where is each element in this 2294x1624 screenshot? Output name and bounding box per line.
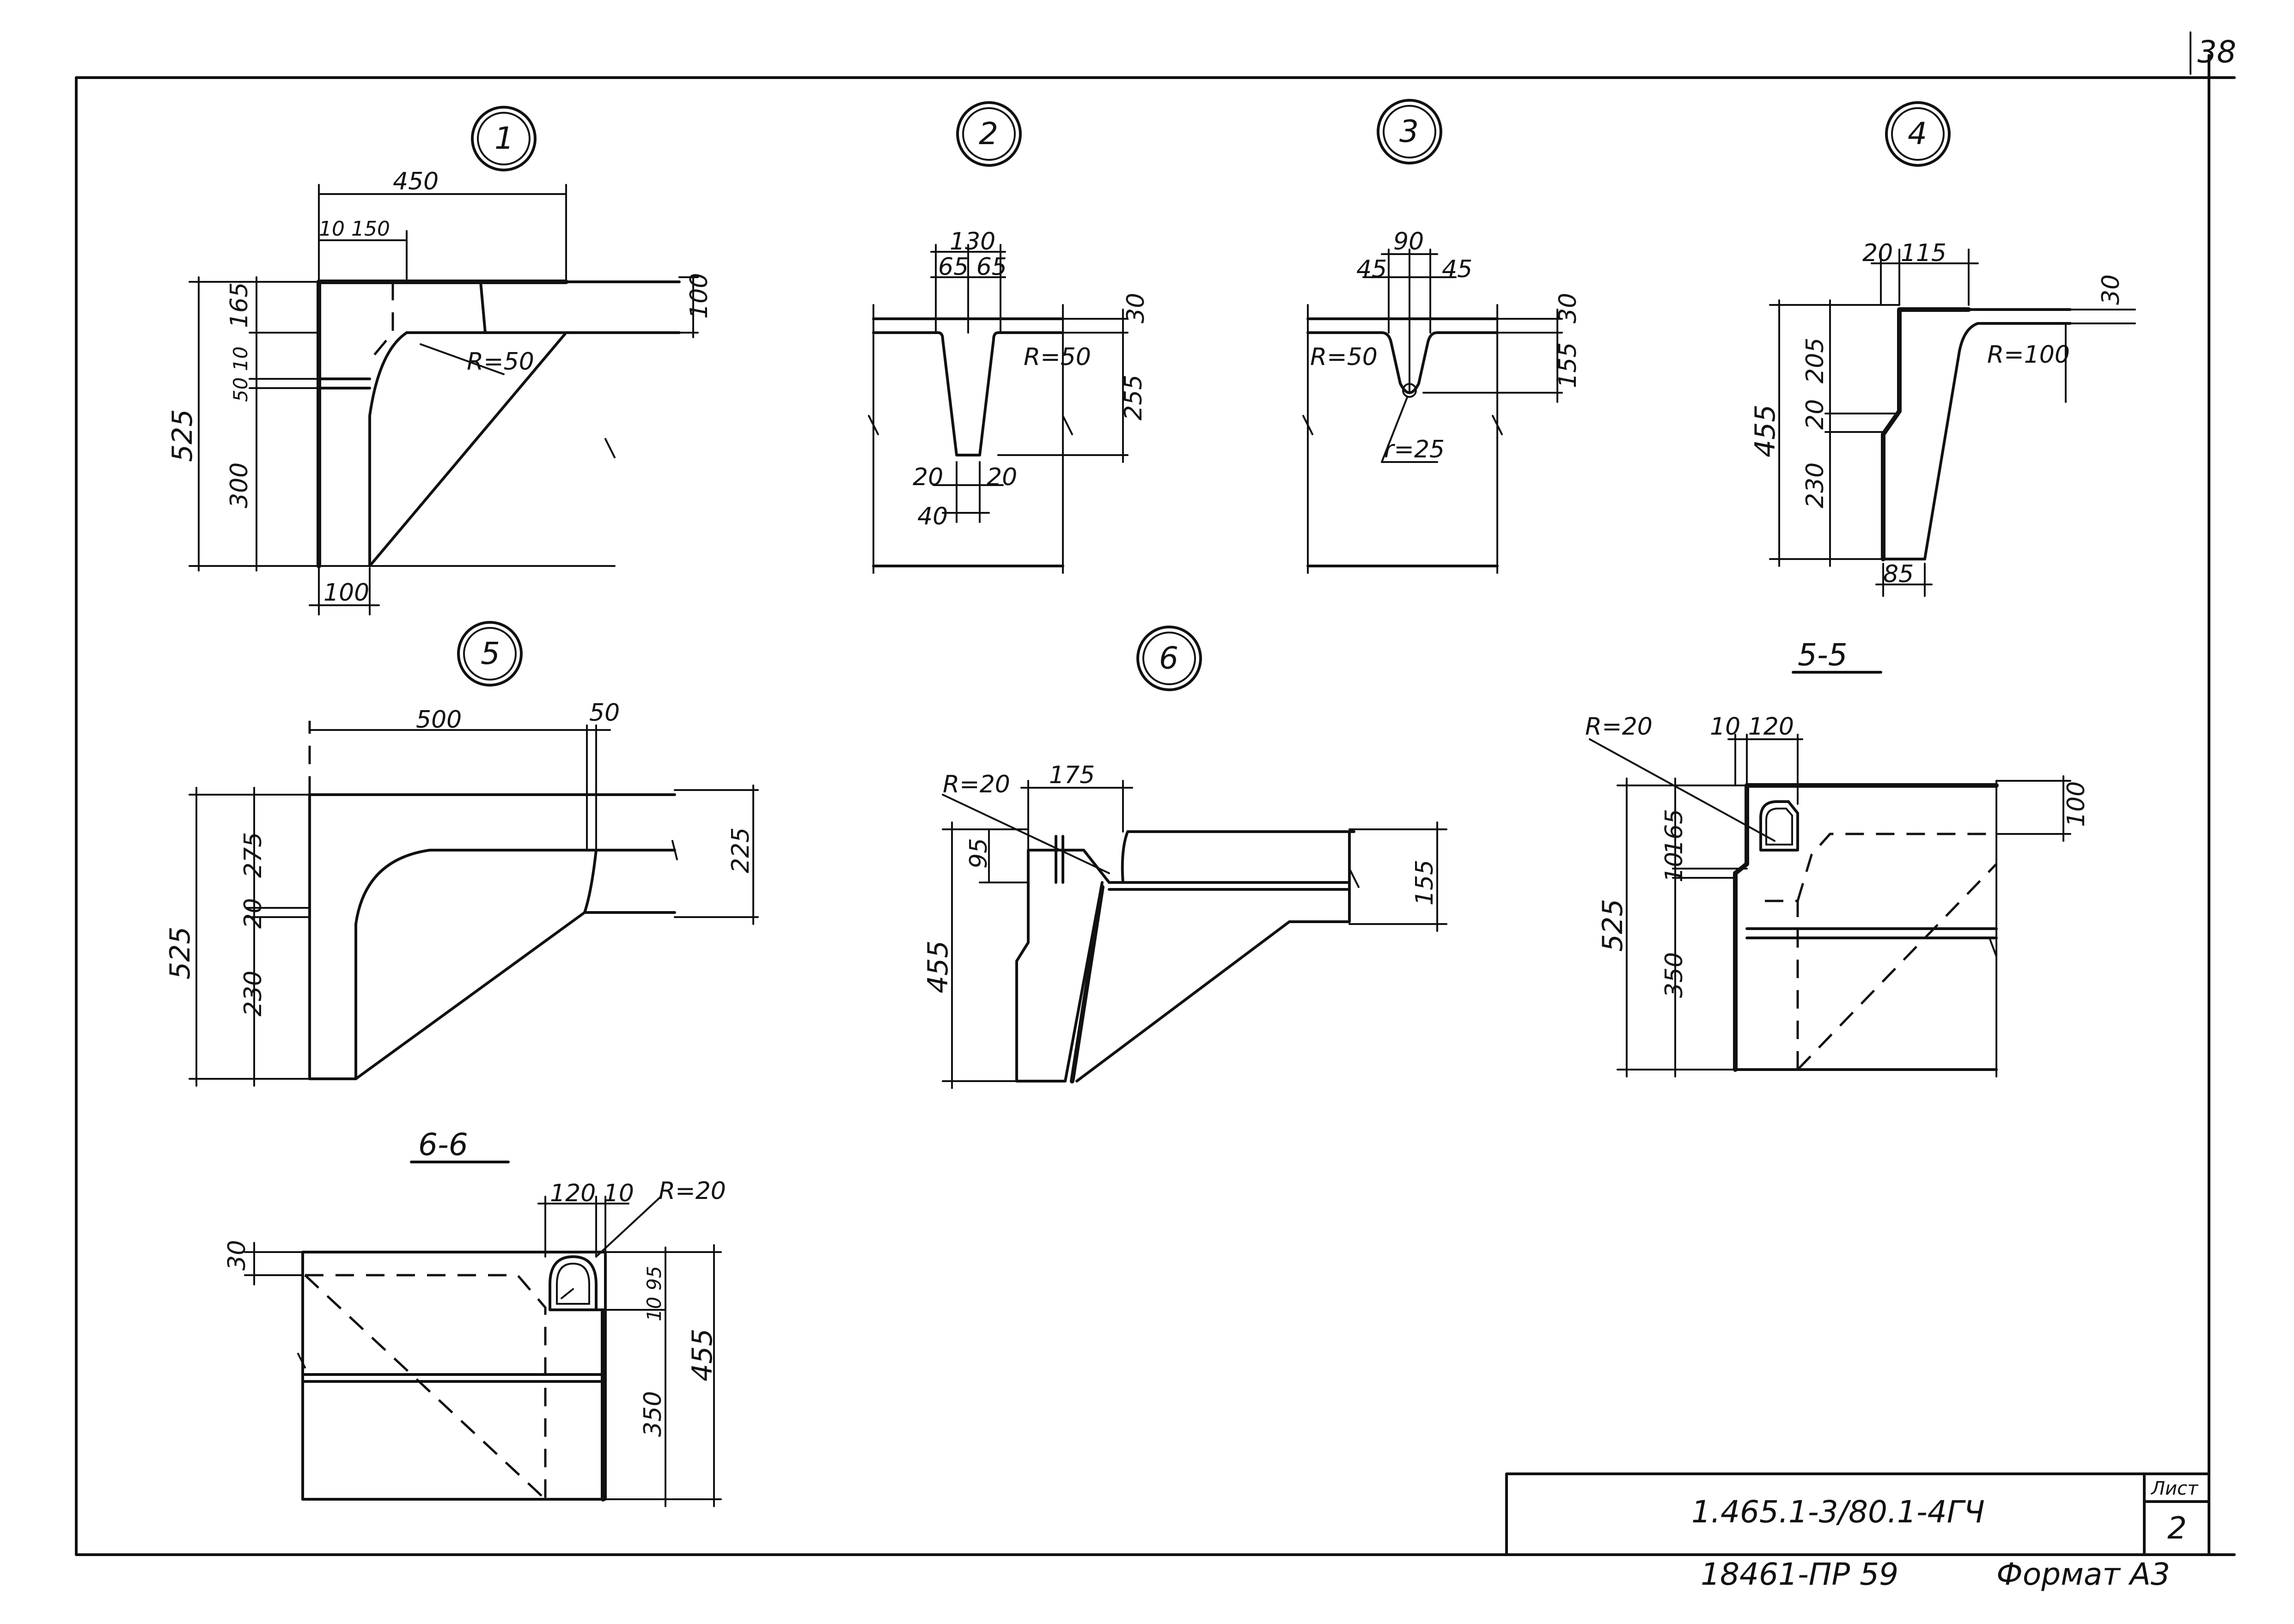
sheet-label: Лист [2150, 1478, 2199, 1499]
dimension-label: 350 [639, 1391, 667, 1437]
dimension-label: 45 [1356, 255, 1387, 283]
dimension-label: R=20 [943, 771, 1010, 798]
inventory-number: 18461-ПР 59 [1701, 1557, 1898, 1592]
dimension-label: 455 [686, 1328, 719, 1381]
format-label: Формат А3 [1996, 1557, 2170, 1592]
dimension-label: 230 [1801, 462, 1829, 508]
view-marker-6: 6 [1159, 640, 1178, 676]
dimension-label: 95 [965, 838, 993, 869]
dimension-label: 100 [323, 579, 369, 607]
dimension-label: 20 [239, 898, 267, 929]
dimension-label: 30 [1122, 293, 1150, 323]
view-marker-4: 4 [1908, 116, 1927, 152]
dimension-label: 30 [2097, 274, 2125, 305]
dimension-label: R=50 [1310, 343, 1378, 371]
dimension-label: 10 95 [643, 1266, 665, 1321]
view-marker-2: 2 [979, 116, 998, 152]
dimension-label: 50 10 [229, 347, 252, 402]
dimension-label: 100 [2062, 781, 2090, 827]
dimension-label: R=20 [659, 1177, 726, 1205]
dimension-label: R=20 [1585, 713, 1653, 741]
dimension-label: 20 [1801, 399, 1829, 430]
dimension-label: 50 [589, 699, 620, 727]
view-marker-1: 1 [494, 121, 514, 156]
dimension-label: 130 [950, 228, 995, 255]
sheet-number: 2 [2167, 1510, 2187, 1546]
dimension-label: 45 [1442, 255, 1472, 283]
dimension-label: 165 [1660, 809, 1688, 855]
section-5-5-title: 5-5 [1798, 637, 1848, 673]
view-3: 3 90 45 45 R=50 30 155 r=25 [1302, 99, 1582, 574]
dimension-label: 175 [1049, 761, 1095, 789]
dimension-label: 85 [1883, 560, 1914, 588]
section-6-6-title: 6-6 [418, 1127, 468, 1162]
view-4: 4 20 115 30 R=100 205 20 230 455 85 [1749, 101, 2136, 597]
dimension-label: 155 [1554, 342, 1582, 388]
dimension-label: 500 [416, 706, 462, 734]
dimension-label: 40 [917, 503, 948, 530]
dimension-label: 100 [685, 273, 713, 319]
dimension-label: 230 [239, 971, 267, 1016]
dimension-label: 10 120 [1710, 713, 1794, 741]
dimension-label: 525 [164, 926, 196, 979]
dimension-label: 65 65 [938, 253, 1007, 281]
dimension-label: 20 [987, 463, 1017, 491]
view-5: 5 500 50 275 20 230 525 225 [164, 621, 759, 1087]
dimension-label: 155 [1411, 860, 1439, 906]
section-6-6: 6-6 120 10 R=20 30 10 95 350 455 [223, 1127, 726, 1507]
view-2: 2 130 65 65 R=50 30 255 20 20 40 [868, 101, 1150, 574]
dimension-label: 205 [1801, 338, 1829, 383]
section-5-5: 5-5 R=20 10 120 165 10 350 525 100 [1585, 637, 2090, 1077]
dimension-label: 20 [913, 463, 943, 491]
dimension-label: 255 [1120, 375, 1147, 420]
dimension-label: 10 150 [319, 217, 390, 241]
dimension-label: R=50 [1024, 343, 1091, 371]
dimension-label: 455 [1749, 404, 1782, 457]
dimension-label: 455 [922, 940, 954, 993]
dimension-label: 30 [223, 1240, 251, 1271]
dimension-label: R=50 [467, 348, 534, 376]
dimension-label: 525 [166, 409, 199, 462]
view-6: 6 R=20 175 95 455 155 [922, 626, 1447, 1089]
dimension-label: R=100 [1987, 341, 2070, 369]
dimension-label: 450 [393, 168, 439, 195]
dimension-label: 525 [1597, 899, 1629, 952]
dimension-label: 90 [1393, 228, 1424, 255]
dimension-label: 275 [239, 832, 267, 878]
view-1: 1 450 10 150 R=50 100 165 [166, 106, 713, 615]
title-block [1505, 1472, 2210, 1556]
dimension-label: 120 10 [550, 1180, 634, 1207]
dimension-label: 10 [1660, 852, 1688, 882]
view-marker-5: 5 [481, 636, 500, 671]
dimension-label: 350 [1660, 952, 1688, 998]
dimension-label: 20 115 [1862, 239, 1946, 267]
dimension-label: 300 [226, 462, 253, 508]
dimension-label: 225 [727, 827, 755, 873]
dimension-label: 165 [226, 282, 253, 328]
drawing-designation: 1.465.1-3/80.1-4ГЧ [1691, 1494, 1985, 1530]
dimension-label: 30 [1554, 293, 1582, 323]
sheet-frame [75, 31, 2236, 1556]
dimension-label: r=25 [1384, 436, 1445, 463]
page-corner-number: 38 [2197, 34, 2236, 70]
view-marker-3: 3 [1399, 114, 1419, 149]
